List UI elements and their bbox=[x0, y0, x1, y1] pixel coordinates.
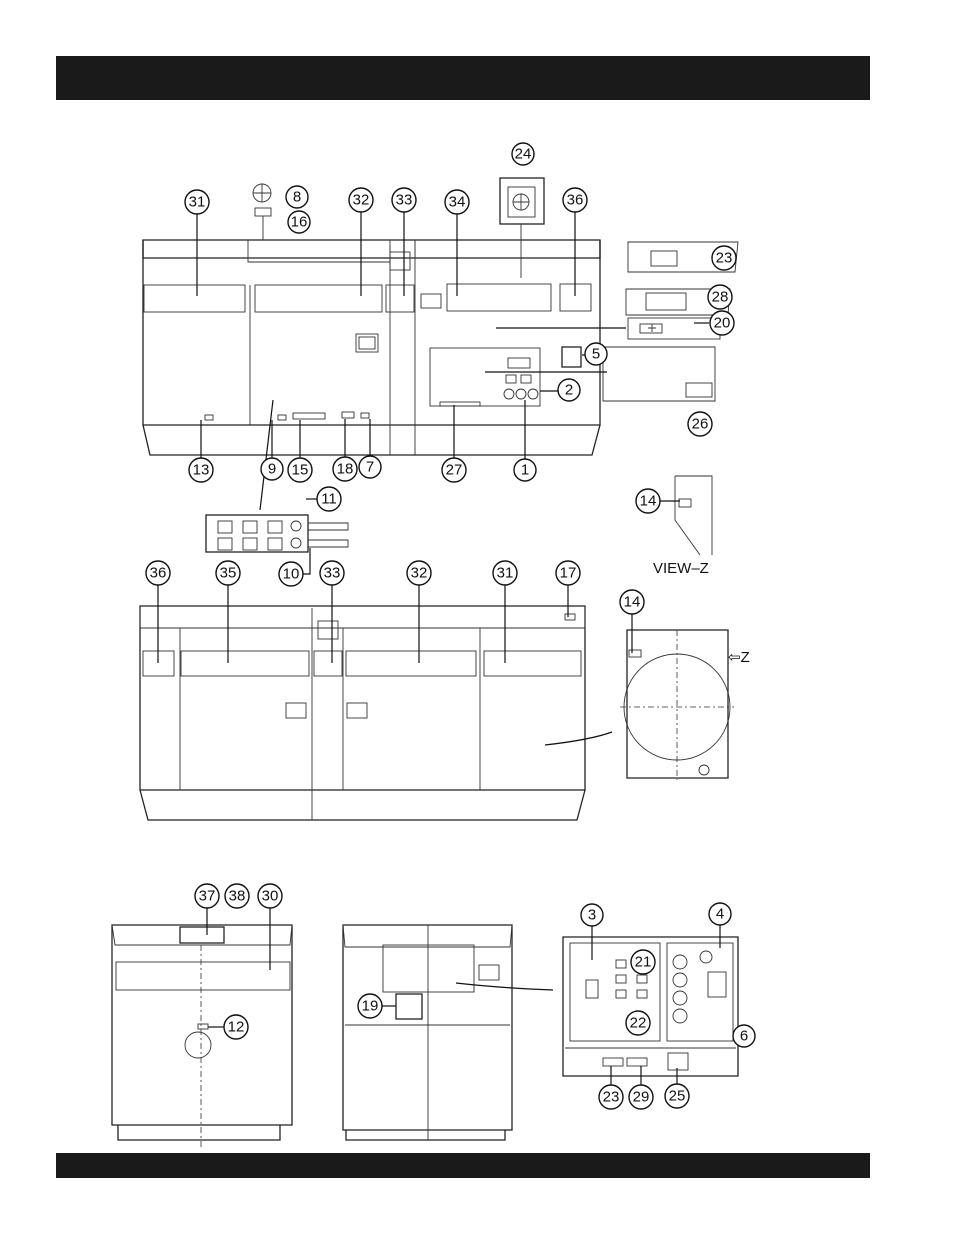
svg-text:20: 20 bbox=[714, 315, 731, 332]
callout-31: 31 bbox=[185, 190, 209, 214]
svg-text:21: 21 bbox=[635, 954, 652, 971]
svg-text:16: 16 bbox=[291, 214, 308, 231]
callout-14a: 14 bbox=[636, 489, 660, 513]
svg-text:6: 6 bbox=[740, 1028, 748, 1045]
svg-text:33: 33 bbox=[396, 192, 413, 209]
callout-32b: 32 bbox=[407, 561, 431, 585]
svg-text:25: 25 bbox=[669, 1088, 686, 1105]
callout-15: 15 bbox=[288, 458, 312, 482]
callout-1: 1 bbox=[514, 459, 536, 481]
svg-text:26: 26 bbox=[692, 416, 709, 433]
callout-31b: 31 bbox=[493, 561, 517, 585]
callout-9: 9 bbox=[261, 458, 283, 480]
svg-text:32: 32 bbox=[353, 192, 370, 209]
callout-38: 38 bbox=[225, 884, 249, 908]
view-z-detail: VIEW–Z bbox=[653, 476, 712, 577]
callout-33: 33 bbox=[392, 188, 416, 212]
svg-text:32: 32 bbox=[411, 565, 428, 582]
callout-32: 32 bbox=[349, 188, 373, 212]
callout-14b: 14 bbox=[620, 590, 644, 614]
callout-27: 27 bbox=[442, 458, 466, 482]
callout-2: 2 bbox=[558, 379, 580, 401]
svg-text:10: 10 bbox=[283, 566, 300, 583]
svg-text:14: 14 bbox=[624, 594, 641, 611]
callout-18: 18 bbox=[333, 457, 357, 481]
end-view bbox=[112, 925, 292, 1150]
svg-text:11: 11 bbox=[321, 491, 337, 508]
callout-12: 12 bbox=[224, 1015, 248, 1039]
svg-text:13: 13 bbox=[193, 462, 210, 479]
svg-text:2: 2 bbox=[565, 382, 573, 399]
callout-13: 13 bbox=[189, 458, 213, 482]
svg-text:18: 18 bbox=[337, 461, 354, 478]
callout-23b: 23 bbox=[599, 1085, 623, 1109]
callout-36b: 36 bbox=[146, 561, 170, 585]
callout-8: 8 bbox=[286, 186, 308, 208]
arrow-z-label: ⇦Z bbox=[728, 649, 750, 666]
callout-25: 25 bbox=[665, 1084, 689, 1108]
callout-16: 16 bbox=[288, 211, 310, 233]
callout-30: 30 bbox=[258, 884, 282, 908]
svg-text:17: 17 bbox=[560, 565, 577, 582]
svg-text:3: 3 bbox=[588, 907, 596, 924]
svg-text:9: 9 bbox=[268, 461, 276, 478]
callout-10: 10 bbox=[279, 562, 303, 586]
callout-24: 24 bbox=[512, 143, 534, 165]
callout-19: 19 bbox=[358, 994, 382, 1018]
side-view: ⇦Z bbox=[140, 606, 750, 820]
callout-22: 22 bbox=[626, 1011, 650, 1035]
svg-text:34: 34 bbox=[449, 194, 466, 211]
svg-text:33: 33 bbox=[324, 565, 341, 582]
svg-text:36: 36 bbox=[150, 565, 167, 582]
callout-26: 26 bbox=[688, 412, 712, 436]
svg-text:29: 29 bbox=[633, 1089, 650, 1106]
svg-text:15: 15 bbox=[292, 462, 309, 479]
callout-37: 37 bbox=[195, 884, 219, 908]
svg-text:27: 27 bbox=[446, 462, 463, 479]
callout-5: 5 bbox=[585, 343, 607, 365]
svg-text:1: 1 bbox=[521, 462, 529, 479]
callout-21: 21 bbox=[631, 950, 655, 974]
rear-view bbox=[343, 925, 553, 1140]
svg-text:23: 23 bbox=[716, 250, 733, 267]
callout-35: 35 bbox=[216, 561, 240, 585]
svg-text:35: 35 bbox=[220, 565, 237, 582]
svg-text:22: 22 bbox=[630, 1015, 647, 1032]
svg-text:19: 19 bbox=[362, 998, 379, 1015]
svg-text:31: 31 bbox=[189, 194, 206, 211]
callout-17: 17 bbox=[556, 561, 580, 585]
callout-11: 11 bbox=[317, 487, 341, 511]
svg-text:4: 4 bbox=[716, 906, 724, 923]
callout-29: 29 bbox=[629, 1085, 653, 1109]
svg-text:12: 12 bbox=[228, 1019, 245, 1036]
svg-text:38: 38 bbox=[229, 888, 246, 905]
svg-text:36: 36 bbox=[567, 192, 584, 209]
callout-33b: 33 bbox=[320, 561, 344, 585]
svg-text:7: 7 bbox=[366, 459, 374, 476]
callout-7: 7 bbox=[359, 456, 381, 478]
svg-text:24: 24 bbox=[515, 146, 532, 163]
view-z-label: VIEW–Z bbox=[653, 560, 709, 577]
callout-36: 36 bbox=[563, 188, 587, 212]
svg-text:30: 30 bbox=[262, 888, 279, 905]
svg-text:5: 5 bbox=[592, 346, 600, 363]
callout-20: 20 bbox=[710, 311, 734, 335]
svg-text:14: 14 bbox=[640, 493, 657, 510]
svg-text:28: 28 bbox=[712, 289, 729, 306]
callout-34: 34 bbox=[445, 190, 469, 214]
svg-text:31: 31 bbox=[497, 565, 514, 582]
callout-4: 4 bbox=[709, 903, 731, 925]
callout-3: 3 bbox=[581, 904, 603, 926]
svg-text:23: 23 bbox=[603, 1089, 620, 1106]
callouts: 31 8 16 32 33 34 36 24 23 28 20 5 2 26 1… bbox=[146, 143, 755, 1109]
callout-6: 6 bbox=[733, 1025, 755, 1047]
callout-23: 23 bbox=[712, 246, 736, 270]
svg-text:8: 8 bbox=[293, 189, 301, 206]
svg-text:37: 37 bbox=[199, 888, 216, 905]
callout-28: 28 bbox=[708, 285, 732, 309]
